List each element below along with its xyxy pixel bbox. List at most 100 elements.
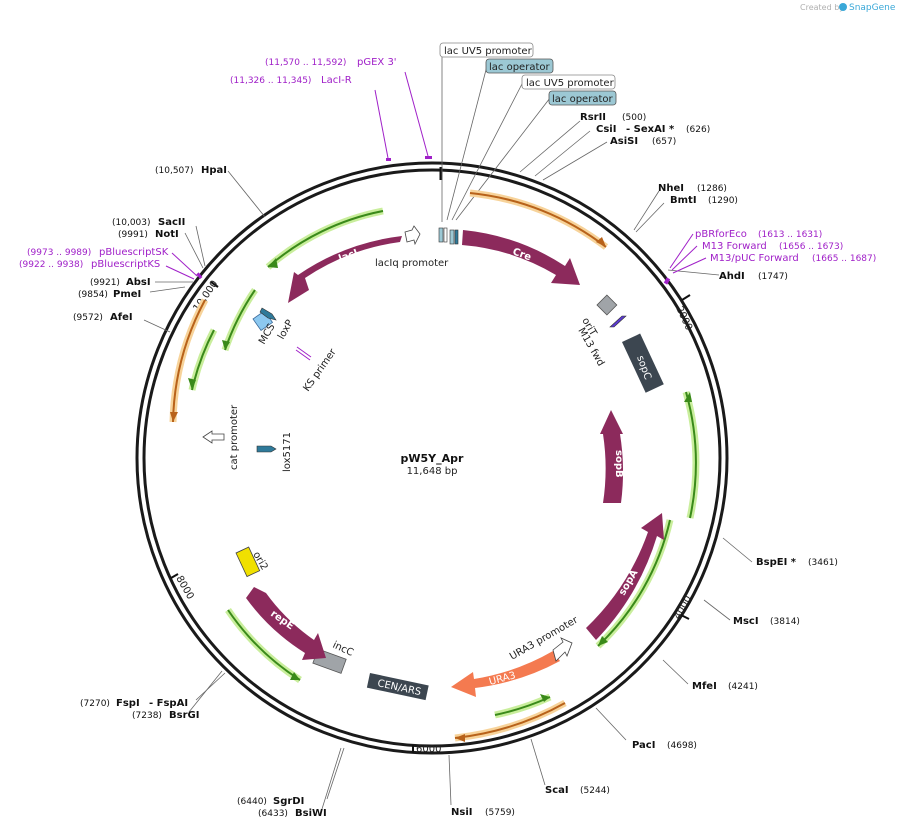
- site-noti-name: NotI: [155, 229, 179, 240]
- primer-pgex3-name: pGEX 3': [357, 57, 397, 68]
- lac-operator-label-1: lac operator: [489, 62, 550, 73]
- site-mfei-pos: (4241): [728, 682, 758, 692]
- primer-labels: (11,570 .. 11,592) pGEX 3' (11,326 .. 11…: [19, 57, 876, 270]
- sopa-feature-arrow[interactable]: [586, 513, 664, 640]
- site-sgrdi-pos: (6440): [237, 797, 267, 807]
- lac-uv5-promoter-label-1: lac UV5 promoter: [444, 46, 533, 57]
- primer-pbrforeco-name: pBRforEco: [695, 229, 747, 240]
- site-ahdi-name: AhdI: [719, 271, 745, 282]
- site-afei-name: AfeI: [110, 312, 133, 323]
- primer-pbluescriptsk-name: pBluescriptSK: [99, 247, 169, 258]
- lac-uv5-promoter-box-2[interactable]: [521, 74, 616, 90]
- ura3-label: URA3: [488, 670, 517, 688]
- site-paci-pos: (4698): [667, 741, 697, 751]
- ura3-promoter-label: URA3 promoter: [508, 614, 581, 662]
- cre-feature-arrow[interactable]: [462, 230, 580, 285]
- tick-label-6000: 6000: [416, 744, 441, 755]
- site-sexai-name: - SexAI *: [626, 124, 675, 135]
- site-bsrgi-pos: (7238): [132, 711, 162, 721]
- site-pmei-name: PmeI: [113, 289, 141, 300]
- sopb-label: sopB: [613, 450, 624, 478]
- site-nhei-name: NheI: [658, 183, 684, 194]
- site-asisi-name: AsiSI: [610, 136, 638, 147]
- site-rsrii-pos: (500): [622, 113, 646, 123]
- credit-prefix: Created by: [800, 3, 844, 12]
- site-noti-pos: (9991): [118, 230, 148, 240]
- primer-markers: [196, 156, 671, 285]
- site-leader-lines: [143, 120, 753, 810]
- backbone-outer-ring: [135, 161, 729, 755]
- lac-elements-glyphs: [438, 227, 459, 245]
- ks-primer-label: KS primer: [301, 346, 339, 393]
- lac-uv5-promoter-label-2: lac UV5 promoter: [526, 78, 615, 89]
- site-sgrdi-name: SgrDI: [273, 796, 304, 807]
- plasmid-length: 11,648 bp: [407, 466, 458, 477]
- m13-fwd-marker[interactable]: [609, 315, 627, 328]
- primer-pbluescriptks-range: (9922 .. 9938): [19, 260, 83, 270]
- site-sacii-name: SacII: [158, 217, 185, 228]
- tick-marks: [170, 167, 691, 753]
- site-msci-pos: (3814): [770, 617, 800, 627]
- repe-feature-arrow[interactable]: [246, 587, 326, 660]
- site-mfei-name: MfeI: [692, 681, 717, 692]
- site-nsii-pos: (5759): [485, 808, 515, 818]
- site-csii-name: CsiI: [596, 124, 616, 135]
- laci-label: lacI: [337, 248, 359, 265]
- lac-uv5-promoter-box-1[interactable]: [439, 42, 534, 58]
- site-nsii-name: NsiI: [451, 807, 472, 818]
- lox5171-marker[interactable]: [256, 445, 277, 453]
- primer-m13-forward-name: M13 Forward: [702, 241, 767, 252]
- cenars-feature-box[interactable]: [366, 673, 429, 701]
- site-pmei-pos: (9854): [78, 290, 108, 300]
- primer-m13-forward-range: (1656 .. 1673): [779, 242, 843, 252]
- loxp-label: loxP: [276, 318, 296, 341]
- ura3-promoter-arrow[interactable]: [552, 637, 573, 662]
- site-ahdi-pos: (1747): [758, 272, 788, 282]
- primer-pbluescriptks-name: pBluescriptKS: [91, 259, 160, 270]
- site-bmti-pos: (1290): [708, 196, 738, 206]
- sopc-feature-box[interactable]: [622, 333, 664, 393]
- loxp-marker[interactable]: [259, 307, 277, 321]
- primer-arrowheads: [170, 237, 692, 742]
- site-bsiwi-pos: (6433): [258, 809, 288, 819]
- laciq-promoter-arrow[interactable]: [404, 225, 421, 246]
- site-fspi-pos: (7270): [80, 699, 110, 709]
- plasmid-name: pW5Y_Apr: [401, 452, 465, 465]
- primer-pgex3-range: (11,570 .. 11,592): [265, 58, 346, 68]
- site-scai-name: ScaI: [545, 785, 569, 796]
- site-asisi-pos: (657): [652, 137, 676, 147]
- laciq-promoter-label: lacIq promoter: [375, 258, 449, 269]
- site-paci-name: PacI: [632, 740, 655, 751]
- primer-pbluescriptsk-range: (9973 .. 9989): [27, 248, 91, 258]
- lac-operator-label-2: lac operator: [552, 94, 613, 105]
- site-msci-name: MscI: [733, 616, 759, 627]
- site-labels: RsrII (500) CsiI - SexAI * (626) AsiSI (…: [73, 112, 838, 819]
- site-bsrgi-name: BsrGI: [169, 710, 199, 721]
- primer-arcs: [169, 189, 700, 742]
- site-scai-pos: (5244): [580, 786, 610, 796]
- lac-operator-box-1[interactable]: [485, 58, 554, 74]
- lac-operator-box-2[interactable]: [548, 90, 617, 106]
- credit-brand: SnapGene: [849, 3, 896, 13]
- primer-laci-r-range: (11,326 .. 11,345): [230, 76, 311, 86]
- sopb-feature-arrow[interactable]: [600, 410, 624, 503]
- ura3-feature-arrow[interactable]: [451, 651, 560, 697]
- orit-feature-box[interactable]: [596, 294, 618, 316]
- primer-m13-puc-forward-range: (1665 .. 1687): [812, 254, 876, 264]
- site-afei-pos: (9572): [73, 313, 103, 323]
- site-sacii-pos: (10,003): [112, 218, 151, 228]
- site-sexai-pos: (626): [686, 125, 710, 135]
- site-hpai-name: HpaI: [201, 165, 227, 176]
- primer-laci-r-name: LacI-R: [321, 75, 352, 86]
- backbone-inner-ring: [142, 168, 722, 748]
- laci-feature-arrow[interactable]: [288, 236, 402, 303]
- site-absi-name: AbsI: [126, 277, 151, 288]
- cat-promoter-arrow[interactable]: [202, 430, 225, 444]
- ks-primer-marker: [295, 346, 312, 361]
- snapgene-logo-icon: [839, 3, 847, 11]
- site-fspai-name: - FspAI: [149, 698, 188, 709]
- cat-promoter-label: cat promoter: [229, 404, 240, 470]
- site-bspei-pos: (3461): [808, 558, 838, 568]
- ori2-feature-box[interactable]: [235, 546, 261, 578]
